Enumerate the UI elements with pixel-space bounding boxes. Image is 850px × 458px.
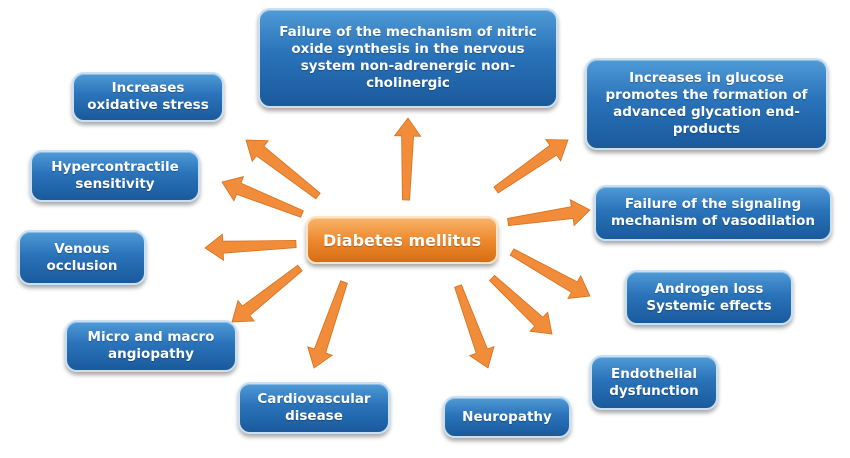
node-oxidative-stress: Increases oxidative stress bbox=[72, 72, 224, 122]
arrow-to-androgen bbox=[509, 248, 591, 299]
arrow-to-neuropathy bbox=[454, 284, 495, 369]
center-diabetes-mellitus: Diabetes mellitus bbox=[306, 216, 498, 264]
node-neuropathy: Neuropathy bbox=[443, 396, 571, 438]
node-hypercontractile: Hypercontractile sensitivity bbox=[30, 150, 200, 202]
arrow-to-venous-occlusion bbox=[204, 233, 297, 261]
node-cardiovascular: Cardiovascular disease bbox=[238, 382, 390, 434]
arrow-to-cardiovascular bbox=[307, 280, 348, 369]
arrow-to-glucose bbox=[493, 139, 569, 194]
arrow-to-endothelial bbox=[488, 274, 553, 335]
node-signaling: Failure of the signaling mechanism of va… bbox=[594, 185, 832, 241]
node-glucose: Increases in glucose promotes the format… bbox=[585, 58, 828, 150]
node-endothelial: Endothelial dysfunction bbox=[590, 355, 718, 410]
arrow-to-signaling bbox=[507, 198, 591, 227]
arrow-to-angiopathy bbox=[231, 264, 303, 323]
arrow-to-nitric-oxide bbox=[393, 117, 422, 201]
node-androgen: Androgen loss Systemic effects bbox=[625, 270, 793, 325]
node-venous-occlusion: Venous occlusion bbox=[18, 230, 146, 285]
node-nitric-oxide: Failure of the mechanism of nitric oxide… bbox=[258, 8, 558, 108]
node-angiopathy: Micro and macro angiopathy bbox=[65, 320, 237, 372]
arrow-to-hypercontractile bbox=[221, 176, 304, 218]
arrow-to-oxidative-stress bbox=[245, 139, 321, 200]
